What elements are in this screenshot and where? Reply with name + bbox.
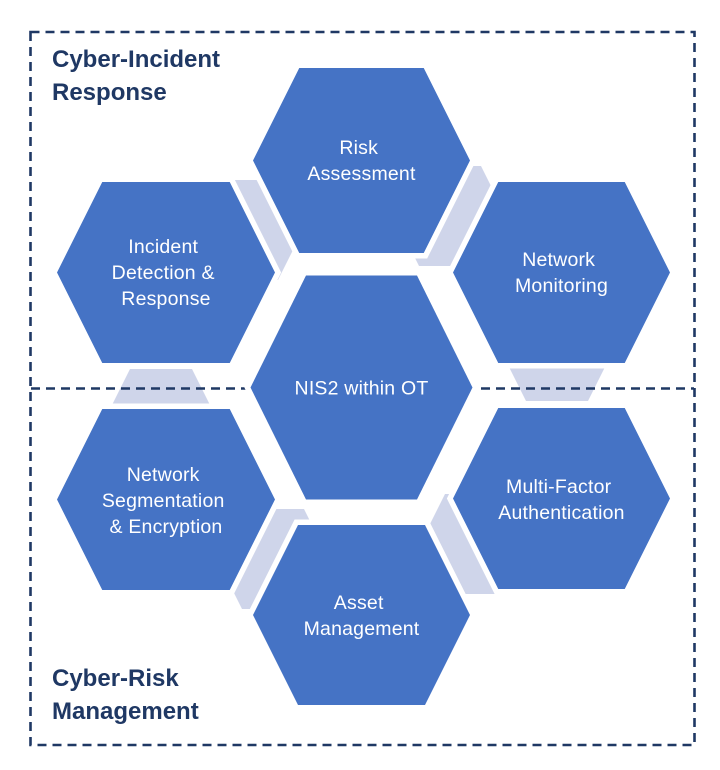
- label-multi-factor-authentication: Multi-Factor Authentication: [498, 476, 624, 524]
- outer-dashed-border: [29, 30, 696, 747]
- hexagon-risk-assessment: [246, 62, 477, 259]
- section-title-cyber-incident-response: Cyber-Incident Response: [52, 46, 227, 106]
- hexagon-asset-management: [246, 519, 477, 711]
- hexagon-network-segmentation-encryption: [50, 403, 282, 596]
- hexagon-labels: Risk Assessment Incident Detection & Res…: [102, 137, 625, 640]
- label-asset-management: Asset Management: [304, 592, 420, 640]
- label-risk-assessment: Risk Assessment: [307, 137, 416, 185]
- hexagon-center-nis2: [244, 270, 479, 505]
- hexagon-incident-detection-response: [50, 176, 282, 369]
- label-network-monitoring: Network Monitoring: [515, 249, 608, 297]
- label-network-segmentation-encryption: Network Segmentation & Encryption: [102, 464, 230, 538]
- label-center-nis2: NIS2 within OT: [295, 378, 429, 400]
- label-incident-detection-response: Incident Detection & Response: [112, 236, 221, 310]
- section-title-cyber-risk-management: Cyber-Risk Management: [52, 665, 199, 725]
- main-hexagons: [50, 62, 677, 711]
- hexagon-multi-factor-authentication: [446, 402, 677, 595]
- hexagon-network-monitoring: [446, 176, 677, 369]
